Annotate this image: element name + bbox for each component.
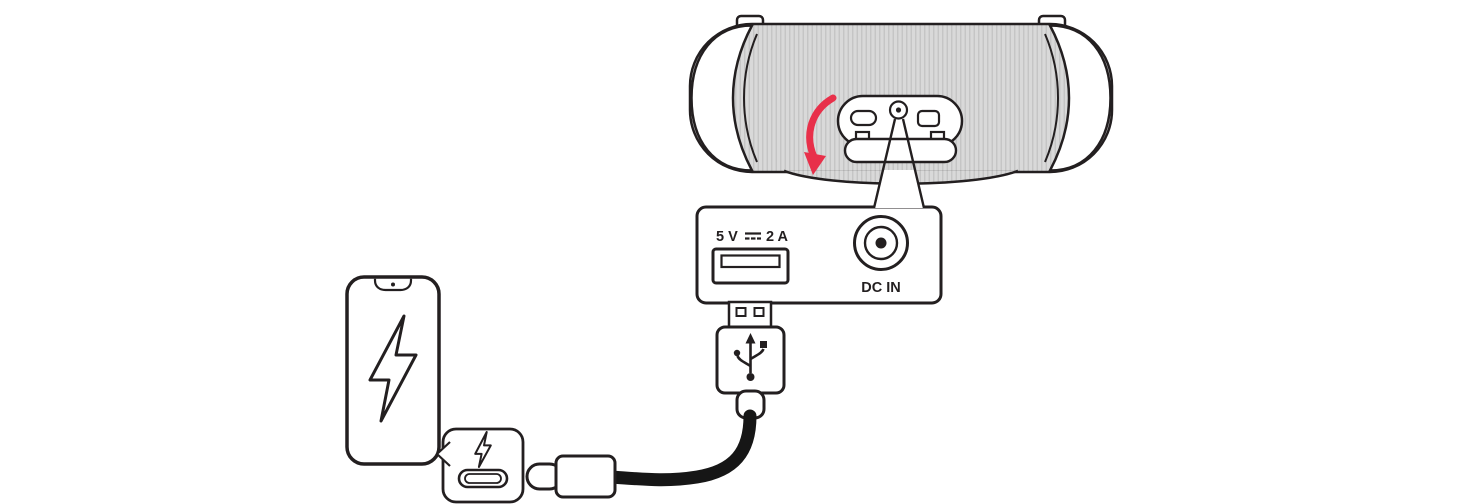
usb-c-port-icon: [849, 109, 878, 127]
phone-illustration: [345, 275, 441, 466]
usb-c-connector-body: [554, 454, 617, 499]
usb-current-label: 2 A: [766, 229, 789, 245]
dc-jack-pin: [895, 107, 902, 113]
usb-cable: [604, 409, 757, 487]
callout-wedge-fill: [874, 170, 924, 208]
speaker-right-cap-contour: [1044, 33, 1060, 163]
phone-camera-dot: [391, 282, 395, 287]
open-cover-arrow-icon: [804, 94, 837, 175]
badge-usb-c-port-inner: [464, 473, 502, 484]
badge-lightning-bolt-icon: [474, 431, 492, 468]
badge-callout-wedge-bottom-line: [436, 453, 451, 467]
lightning-bolt-icon: [368, 314, 418, 423]
usb-a-plug-hole-left: [735, 307, 747, 317]
aux-port-icon: [916, 109, 941, 128]
phone-notch: [373, 278, 413, 292]
dc-in-pin: [875, 237, 887, 249]
usb-voltage-label: 5 V: [716, 229, 738, 245]
usb-a-plug-shell: [727, 300, 773, 331]
port-cover-flap: [843, 137, 958, 164]
usb-a-port-tongue: [720, 254, 781, 269]
dc-in-jack: DC IN: [853, 215, 909, 296]
badge-callout-wedge-top-line: [436, 441, 451, 455]
speaker-port-recess: [836, 94, 964, 164]
badge-usb-c-port-outline: [457, 468, 509, 489]
usb-a-plug-hole-right: [753, 307, 765, 317]
dc-in-label: DC IN: [861, 280, 900, 296]
open-cover-arrow-shaft: [806, 94, 837, 161]
usb-a-port: [711, 247, 790, 285]
speaker-left-cap-contour: [742, 33, 758, 163]
speaker-left-cap: [690, 24, 755, 172]
badge-callout-wedge-fill: [437, 442, 450, 466]
dc-symbol-icon: [745, 232, 761, 240]
callout-wedge-left-line: [872, 118, 897, 209]
usb-a-plug: [715, 300, 786, 420]
speaker-illustration: [688, 14, 1114, 185]
usb-trident-icon: [733, 333, 767, 381]
open-cover-arrow-head: [804, 152, 826, 175]
port-zoom-panel: 5 V 2 A DC IN: [695, 118, 943, 305]
charging-port-badge: [436, 427, 525, 504]
callout-wedge-right-line: [901, 118, 926, 209]
badge-usb-c-port: [457, 468, 509, 489]
usb-output-rating-label: 5 V 2 A: [716, 229, 789, 245]
speaker-right-cap: [1047, 24, 1112, 172]
usb-c-connector: [525, 454, 617, 499]
